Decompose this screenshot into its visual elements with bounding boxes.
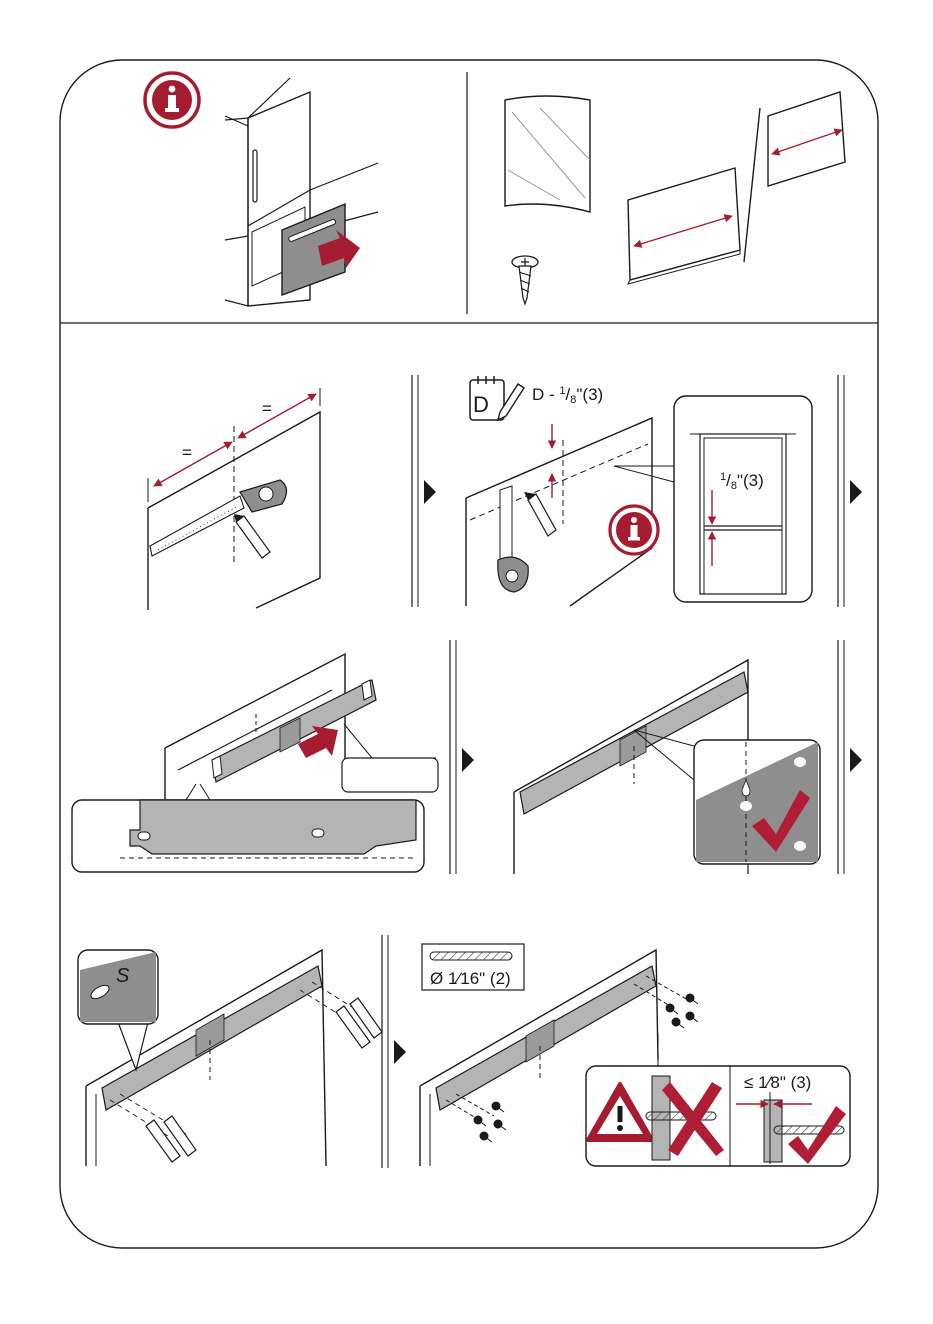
step2-measure-center: = = — [148, 388, 320, 610]
depth-formula: D - 1/8"(3) — [532, 385, 603, 406]
next-step-arrow-icon — [424, 480, 436, 504]
drill-bit-icon — [430, 952, 512, 960]
panel-wide — [628, 168, 740, 280]
step5-align-check — [514, 660, 820, 874]
panel-narrow — [768, 92, 845, 186]
info-icon — [145, 73, 199, 127]
equal-right-label: = — [262, 399, 272, 418]
step3-mark-depth: D D - 1/8"(3) — [466, 376, 812, 606]
step7-drill-screw: Ø 1⁄16" (2) — [420, 944, 850, 1166]
gap-detail-callout — [674, 396, 812, 602]
screw-icon — [512, 256, 538, 304]
label-callout — [342, 758, 438, 792]
info-icon — [610, 506, 658, 554]
max-gap-label: ≤ 1⁄8" (3) — [744, 1073, 811, 1092]
notepad-letter: D — [473, 392, 489, 417]
hole-label: S — [116, 965, 130, 987]
next-step-arrow-icon — [462, 748, 474, 772]
notepad-pencil-icon: D — [470, 376, 524, 420]
next-step-arrow-icon — [850, 748, 862, 772]
tape-measure-icon — [498, 557, 528, 592]
pencil-icon — [336, 998, 382, 1048]
step1-appliance-overview — [145, 73, 378, 306]
step1-parts — [505, 92, 845, 304]
next-step-arrow-icon — [394, 1040, 406, 1064]
gap-detail-label: 1/8"(3) — [720, 471, 764, 492]
alternative-divider — [744, 108, 760, 262]
step4-place-bracket — [72, 654, 438, 872]
pencil-icon — [146, 1116, 196, 1162]
drill-diameter-label: Ø 1⁄16" (2) — [430, 969, 511, 988]
equal-left-label: = — [182, 443, 192, 462]
next-step-arrow-icon — [850, 480, 862, 504]
step6-mark-holes: S — [78, 950, 382, 1166]
